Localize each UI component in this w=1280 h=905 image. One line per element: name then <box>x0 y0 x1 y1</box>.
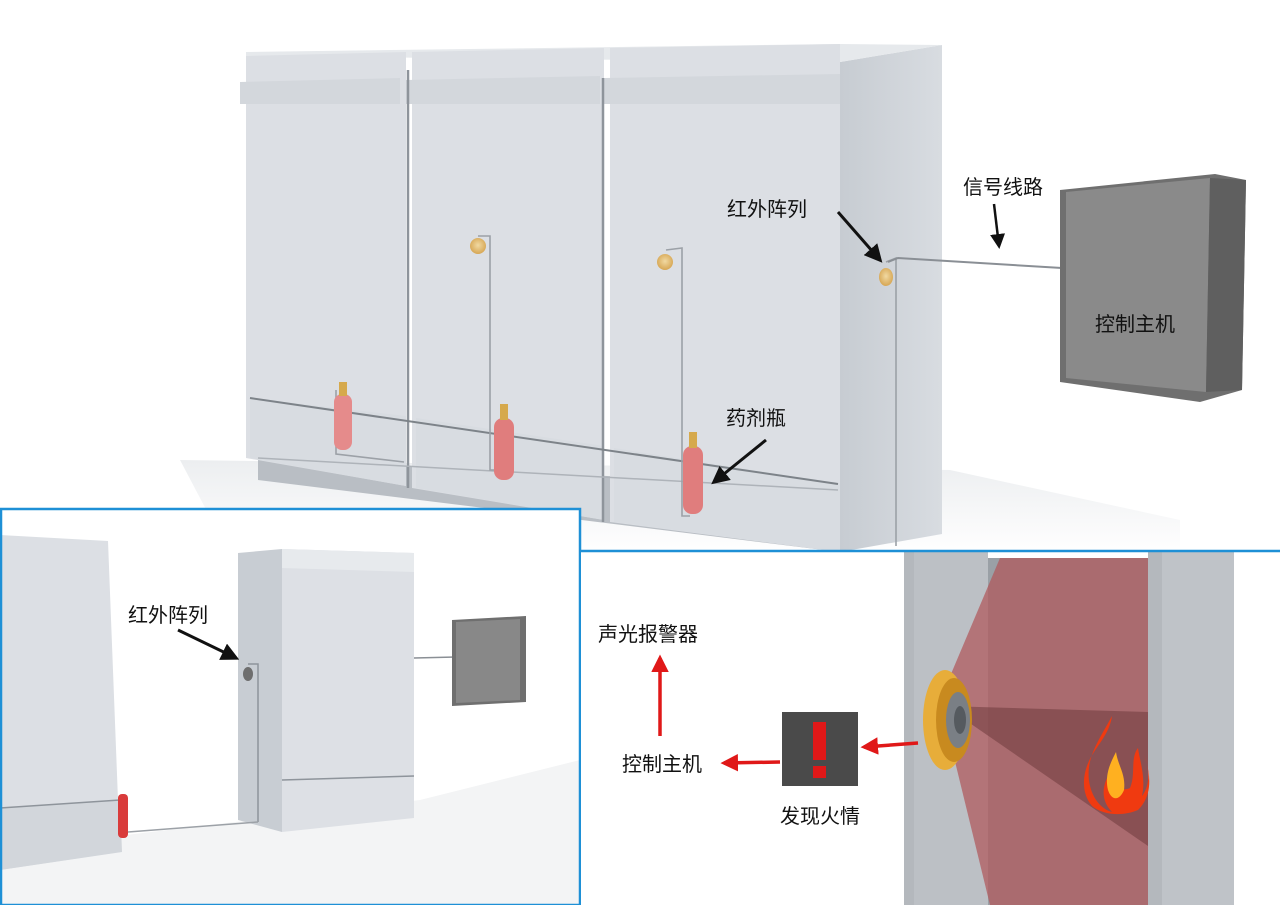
control-host-label: 控制主机 <box>1095 312 1175 336</box>
right-control-host-label: 控制主机 <box>622 752 702 776</box>
infrared-sensor-2 <box>657 254 673 270</box>
agent-bottle-2 <box>494 404 514 480</box>
sensor-to-alert-arrow <box>860 737 919 755</box>
ir-beam-core <box>945 706 1148 846</box>
agent-bottle-label: 药剂瓶 <box>726 406 786 430</box>
inset-cabinet-left <box>0 535 120 870</box>
exclamation-icon <box>813 722 826 778</box>
cabinet-side-face <box>840 45 942 552</box>
inset-agent-bottle <box>118 794 128 838</box>
inset-left-panel: 红外阵列 <box>0 507 582 905</box>
sound-light-alarm-label: 声光报警器 <box>598 622 698 646</box>
main-scene: 控制主机 红外阵列 信号线路 药剂瓶 <box>180 44 1246 555</box>
cabinet-2 <box>412 48 604 520</box>
to-host-arrow <box>720 754 781 772</box>
inset-infrared-array-label: 红外阵列 <box>128 603 208 627</box>
agent-bottle-arrow <box>711 438 767 485</box>
cabinet-bank <box>240 44 942 552</box>
signal-line-label: 信号线路 <box>963 175 1043 199</box>
infrared-array-label: 红外阵列 <box>727 197 807 221</box>
inset-control-box <box>452 616 526 706</box>
infrared-sensor-3 <box>879 268 893 286</box>
infrared-sensor-1 <box>470 238 486 254</box>
flame-icon <box>1083 716 1150 815</box>
control-host-box <box>1060 174 1246 402</box>
fire-detected-label: 发现火情 <box>780 804 860 828</box>
agent-bottle-3 <box>683 432 703 514</box>
infrared-array-arrow <box>836 211 883 263</box>
ir-sensor-head <box>923 670 972 770</box>
inset-right-panel: 声光报警器 控制主机 发现火情 <box>580 549 1280 905</box>
inset-left-border <box>0 507 582 905</box>
agent-bottle-1 <box>334 382 352 450</box>
inset-cabinet-end <box>238 549 282 832</box>
cabinet-1 <box>246 52 406 486</box>
inset-infrared-array-arrow <box>177 628 240 660</box>
cabinet-3 <box>610 44 840 552</box>
signal-line-arrow <box>990 203 1006 249</box>
signal-line <box>887 256 1063 269</box>
inset-infrared-sensor <box>243 667 253 681</box>
